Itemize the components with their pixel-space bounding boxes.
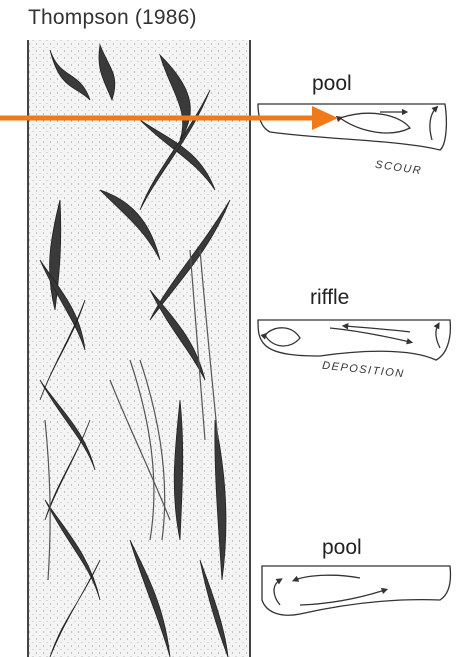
riffle-label: riffle <box>310 286 349 310</box>
pool-scour-section <box>258 104 446 150</box>
pool-label-top: pool <box>312 72 352 96</box>
pool-label-bottom: pool <box>322 536 362 560</box>
pool-section-bottom <box>262 566 451 615</box>
riffle-deposition-section <box>258 320 450 360</box>
